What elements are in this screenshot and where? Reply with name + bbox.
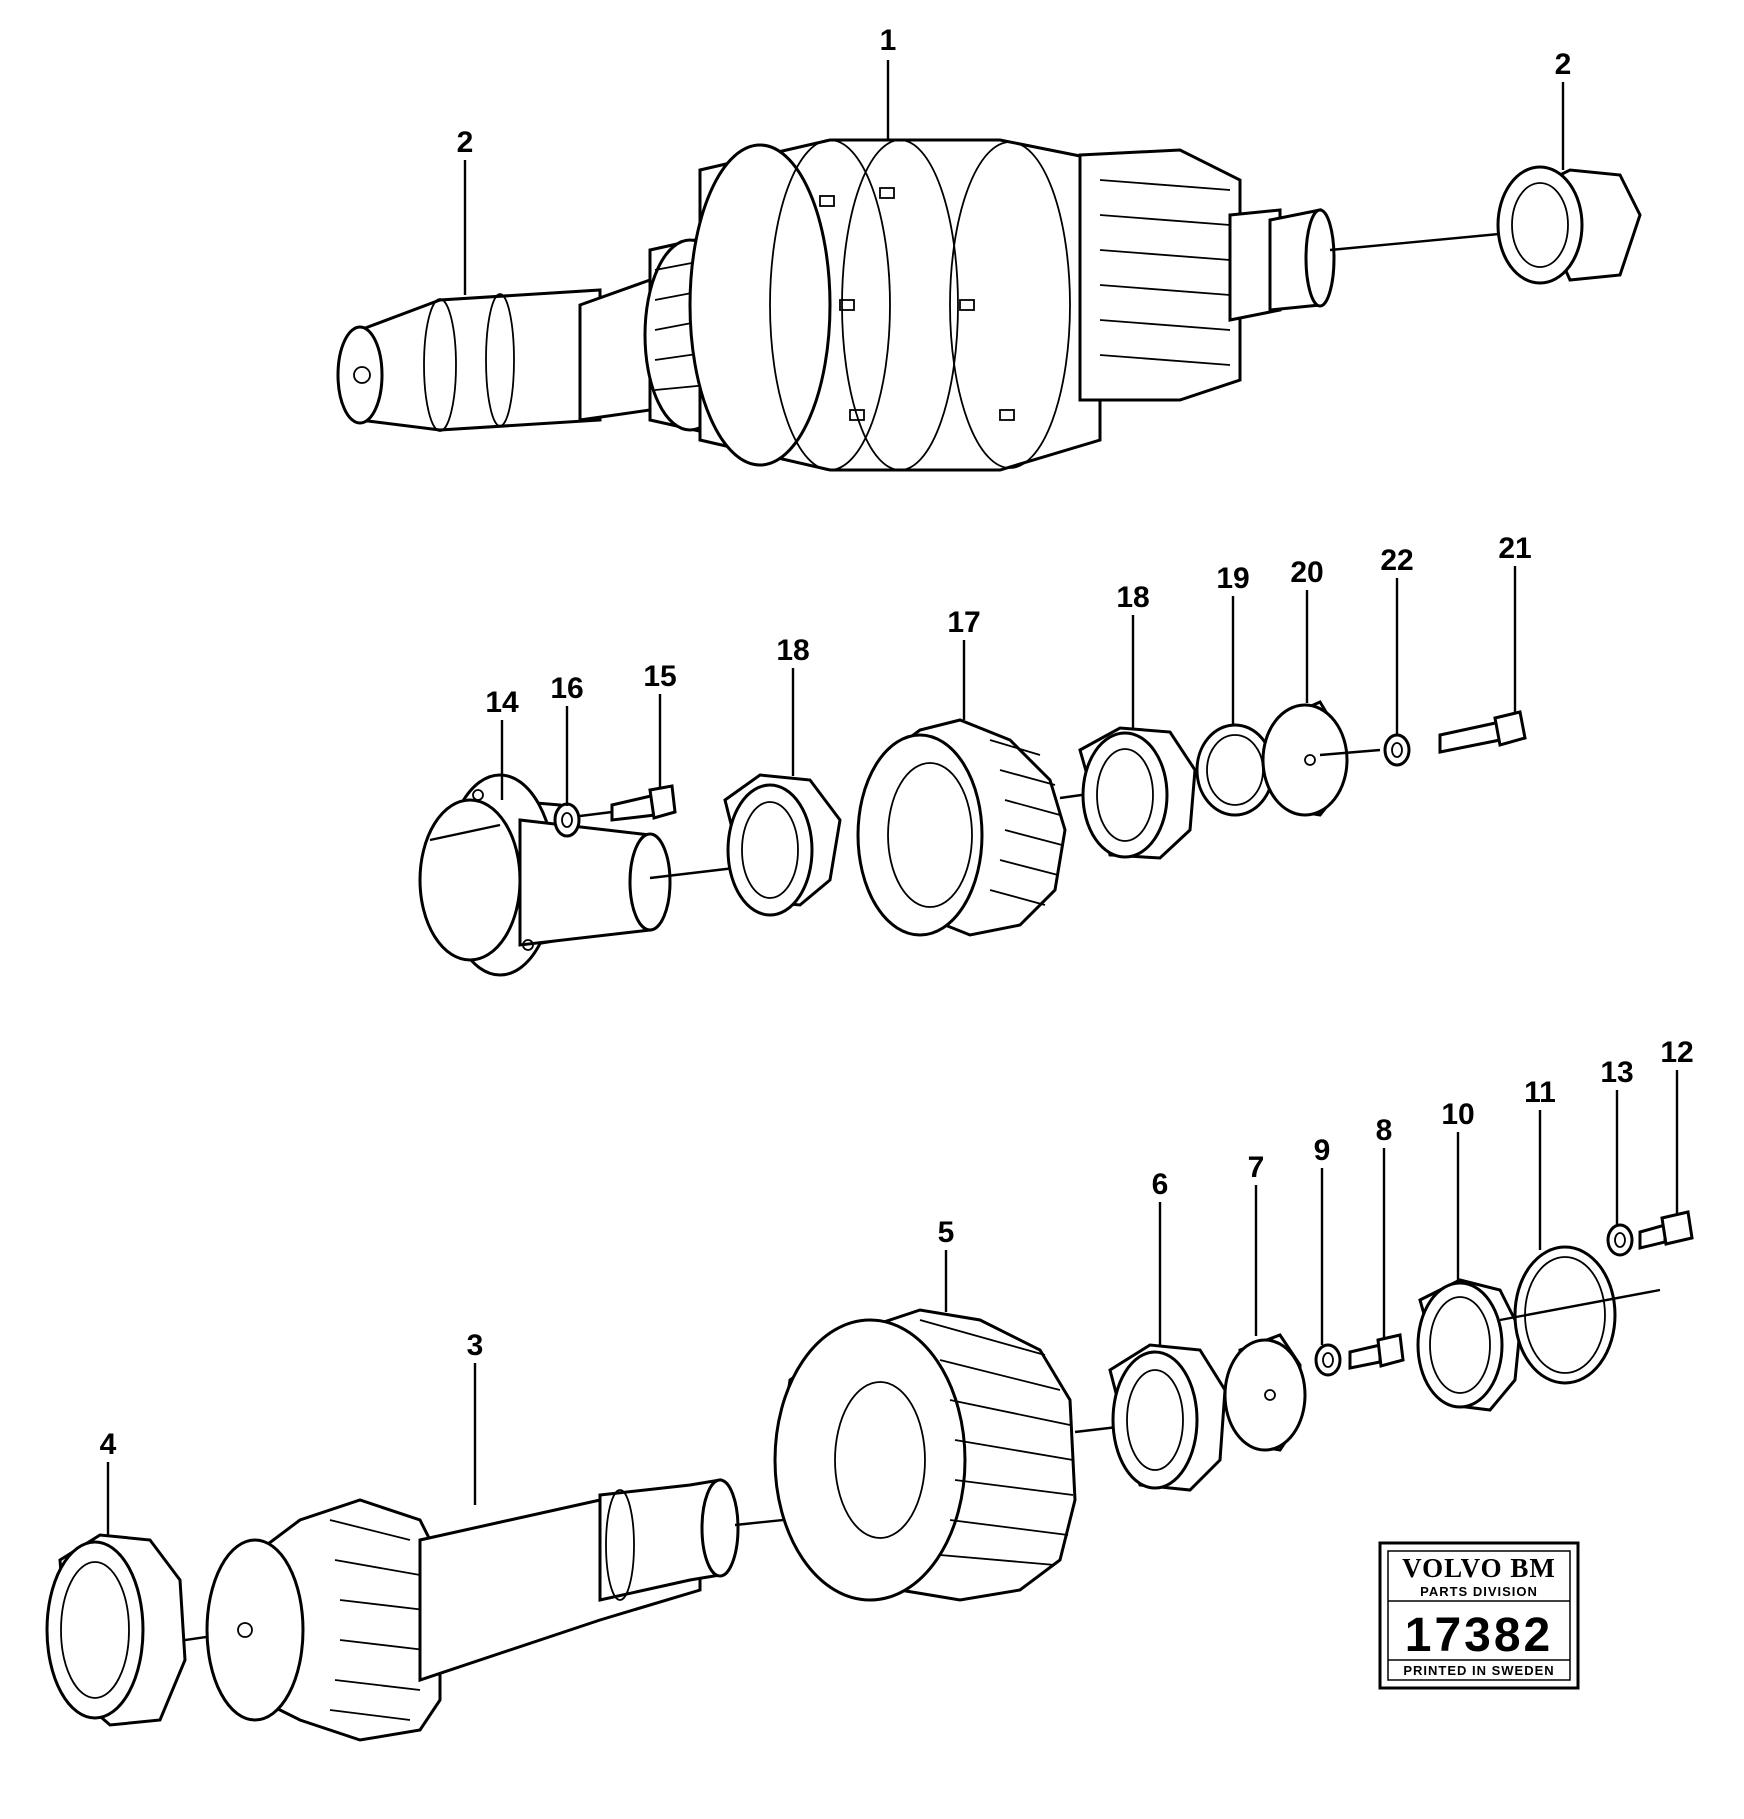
bearing-6 bbox=[1108, 1343, 1227, 1492]
badge-division: PARTS DIVISION bbox=[1420, 1584, 1538, 1599]
bearing-18-left bbox=[723, 773, 842, 917]
callout-8: 8 bbox=[1376, 1114, 1393, 1147]
callout-15: 15 bbox=[643, 660, 676, 693]
seal-10 bbox=[1416, 1278, 1522, 1412]
leader-lines bbox=[106, 60, 1679, 1537]
callout-5: 5 bbox=[938, 1216, 955, 1249]
callout-17: 17 bbox=[947, 606, 980, 639]
callout-10: 10 bbox=[1441, 1098, 1474, 1131]
callout-9: 9 bbox=[1314, 1134, 1331, 1167]
ring-19 bbox=[1195, 723, 1275, 817]
bearing-18-right bbox=[1078, 726, 1197, 860]
callout-numbers: 1 2 2 14 16 15 18 17 18 19 20 22 21 4 3 … bbox=[100, 24, 1694, 1461]
callout-7: 7 bbox=[1248, 1151, 1265, 1184]
callout-22: 22 bbox=[1380, 544, 1413, 577]
callout-6: 6 bbox=[1152, 1168, 1169, 1201]
screw-8 bbox=[1348, 1333, 1405, 1370]
screw-12 bbox=[1638, 1210, 1694, 1250]
callout-21: 21 bbox=[1498, 532, 1531, 565]
callout-19: 19 bbox=[1216, 562, 1249, 595]
callout-4: 4 bbox=[100, 1428, 117, 1461]
washer-22 bbox=[1383, 733, 1411, 767]
washer-9 bbox=[1314, 1343, 1342, 1377]
callout-13: 13 bbox=[1600, 1056, 1633, 1089]
callout-11: 11 bbox=[1524, 1076, 1556, 1109]
callout-2-left: 2 bbox=[457, 126, 474, 159]
shaft-3 bbox=[205, 1478, 740, 1742]
gear-17 bbox=[856, 718, 1067, 937]
callout-14: 14 bbox=[485, 686, 519, 719]
cap-20 bbox=[1261, 700, 1349, 817]
callout-2-right: 2 bbox=[1555, 48, 1572, 81]
badge-printed: PRINTED IN SWEDEN bbox=[1403, 1663, 1554, 1678]
cap-7 bbox=[1223, 1333, 1307, 1452]
bolt-21 bbox=[1438, 710, 1527, 754]
washer-16 bbox=[553, 802, 581, 838]
badge-brand: VOLVO BM bbox=[1402, 1553, 1556, 1583]
callout-1: 1 bbox=[880, 24, 897, 57]
washer-13 bbox=[1606, 1223, 1634, 1257]
callout-3: 3 bbox=[467, 1329, 484, 1362]
callout-18-right: 18 bbox=[1116, 581, 1149, 614]
callout-16: 16 bbox=[550, 672, 583, 705]
callout-12: 12 bbox=[1660, 1036, 1693, 1069]
screw-15 bbox=[610, 784, 677, 822]
parts-badge: VOLVO BM PARTS DIVISION 17382 PRINTED IN… bbox=[1378, 1541, 1580, 1690]
sleeve-14 bbox=[418, 773, 672, 977]
callout-20: 20 bbox=[1290, 556, 1323, 589]
bearing-2-right bbox=[1496, 165, 1642, 285]
bearing-4 bbox=[45, 1533, 187, 1727]
shaft-assembly-1 bbox=[336, 138, 1336, 472]
callout-18-left: 18 bbox=[776, 634, 809, 667]
gear-5 bbox=[773, 1308, 1077, 1602]
badge-number: 17382 bbox=[1405, 1609, 1553, 1662]
